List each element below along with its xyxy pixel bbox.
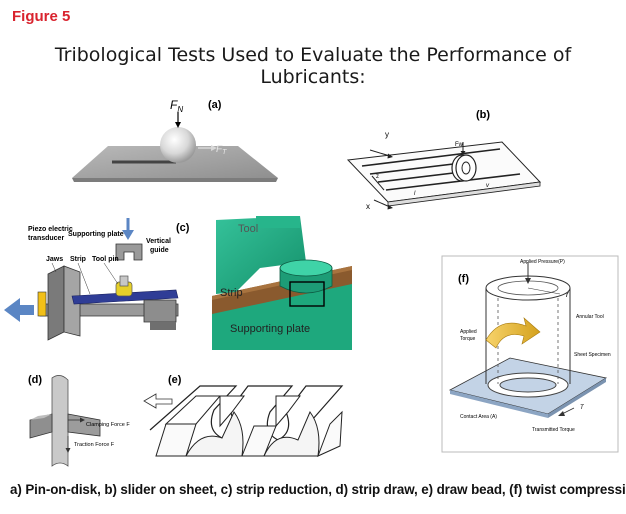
force-label: Fw <box>455 142 464 148</box>
velocity-label: v <box>486 183 490 189</box>
annular-tool-label: Annular Tool <box>576 314 604 320</box>
contact-region-box <box>289 281 325 307</box>
axis-x-label: x <box>366 202 370 211</box>
track-line-1 <box>361 148 501 167</box>
sheet <box>346 141 542 203</box>
panel-c-closeup: Tool Strip Supporting plate <box>212 216 352 350</box>
track-line-4 <box>385 173 521 191</box>
panel-e-draw-bead: (e) <box>143 374 344 457</box>
transmitted-torque-arrow <box>561 407 575 415</box>
strip <box>71 289 179 305</box>
axis-z-label: z <box>376 174 379 180</box>
panel-a-pin-on-disk: FN FT (a) <box>72 98 278 182</box>
panel-b-slider-on-sheet: (b) Fw v l y z x <box>346 109 542 211</box>
transmitted-torque-label: Transmitted Torque <box>532 427 575 433</box>
axis-x <box>373 199 391 208</box>
slider-ring-inner <box>461 161 471 175</box>
applied-label: Applied <box>460 329 477 335</box>
supporting-plate-block <box>212 282 352 350</box>
radius-line <box>527 287 561 295</box>
panel-b-letter: (b) <box>476 109 490 121</box>
tool-pin-label: Tool pin <box>92 256 119 263</box>
right-die <box>67 413 101 437</box>
panel-c-strip-reduction: (c) Piezo electric transducer Supporting… <box>4 218 190 341</box>
supporting-plate-label: Supporting plate <box>68 231 124 238</box>
normal-force-label: FN <box>170 98 183 114</box>
panel-a-letter: (a) <box>208 99 222 111</box>
figure-label: Figure 5 <box>12 8 71 25</box>
panel-d-strip-draw: (d) Clamping Force F Traction Force F <box>28 374 130 467</box>
tangential-force-label: FT <box>216 144 227 156</box>
applied-torque-arrow <box>485 317 541 349</box>
tool-label: Tool <box>238 223 258 235</box>
pull-arrow-e <box>143 393 173 409</box>
panel-e-letter: (e) <box>168 374 182 386</box>
pull-arrow <box>4 298 34 322</box>
guide-label: guide <box>150 247 169 254</box>
length-label: l <box>414 191 416 197</box>
figure-caption: a) Pin-on-disk, b) slider on sheet, c) s… <box>10 482 626 497</box>
jaws <box>47 265 65 341</box>
vertical-label: Vertical <box>146 238 171 245</box>
transmitted-t-label: T <box>580 405 585 411</box>
traction-force-label: Traction Force F <box>74 442 115 448</box>
strip-sheet <box>51 375 69 467</box>
radius-label: r <box>566 290 569 299</box>
applied-pressure-label: Applied Pressure(P) <box>520 259 565 265</box>
pin-sphere <box>160 127 196 163</box>
tool-block <box>216 216 306 294</box>
piezo-label: Piezo electric <box>28 226 73 233</box>
panel-d-letter: (d) <box>28 374 42 386</box>
panel-c-letter: (c) <box>176 222 190 234</box>
strip-block-label: Strip <box>220 287 243 299</box>
supporting-plate <box>143 299 177 323</box>
bead-sheet <box>149 385 344 441</box>
figure-title: Tribological Tests Used to Evaluate the … <box>54 44 572 88</box>
axis-y <box>369 149 391 157</box>
clamping-force-label: Clamping Force F <box>86 422 130 428</box>
supporting-plate-block-label: Supporting plate <box>230 323 310 335</box>
axis-z <box>371 175 385 191</box>
bead-groove-2 <box>263 411 320 457</box>
jaws-label: Jaws <box>46 256 63 263</box>
vertical-guide <box>115 243 143 261</box>
strip-label: Strip <box>70 256 86 263</box>
torque-label: Torque <box>460 336 476 342</box>
piezo-transducer <box>37 291 47 317</box>
panel-f-letter: (f) <box>458 273 469 285</box>
sheet-specimen-label: Sheet Specimen <box>574 352 611 358</box>
panel-f-twist-compression: (f) Applied Pressure(P) r Applied Torque… <box>441 255 619 453</box>
bead-groove-1 <box>185 411 244 457</box>
transducer-label: transducer <box>28 235 64 242</box>
contact-area-label: Contact Area (A) <box>460 414 497 420</box>
axis-y-label: y <box>385 130 389 139</box>
